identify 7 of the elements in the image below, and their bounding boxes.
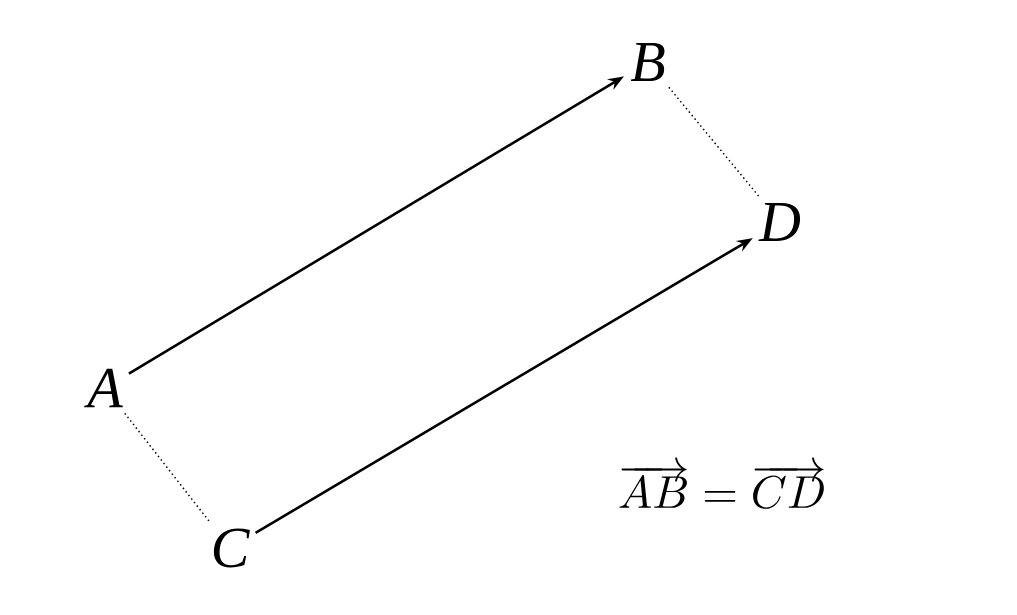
dotted-line [124, 412, 211, 524]
vector-equation: $\overrightarrow{AB} = \overrightarrow{CD}$ [619, 457, 824, 509]
point-label: A [84, 368, 123, 408]
point-label: C [213, 528, 250, 568]
point-label: B [630, 42, 665, 82]
point-label: D [758, 202, 801, 242]
dotted-line [668, 86, 760, 198]
